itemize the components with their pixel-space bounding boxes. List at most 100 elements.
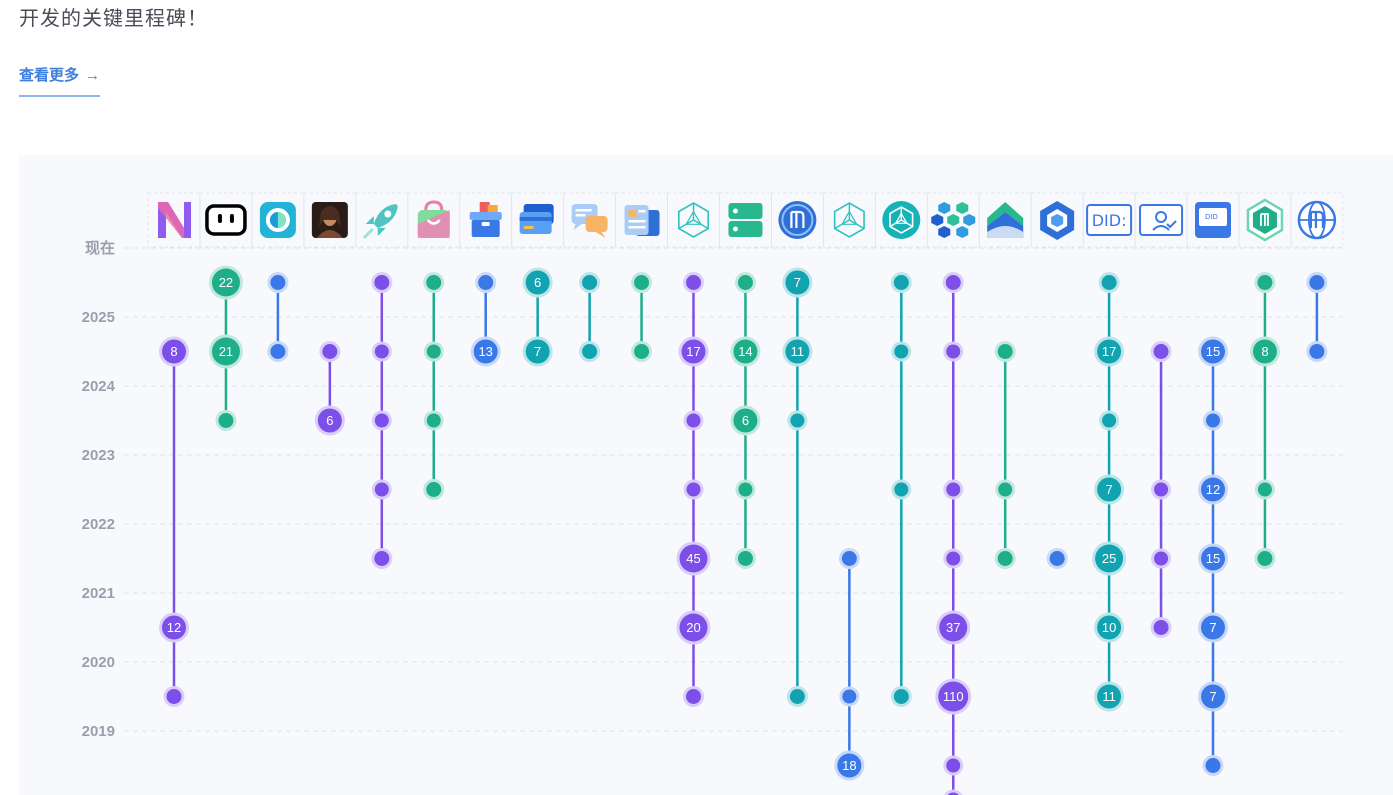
milestone-dot[interactable] [374,551,390,566]
milestone-dot[interactable] [1201,477,1225,502]
milestone-dot[interactable] [946,482,961,497]
milestone-dot[interactable] [374,344,389,359]
id-verify-icon[interactable] [1139,204,1184,236]
milestone-dot[interactable] [1257,551,1273,566]
milestone-dot[interactable] [679,613,708,642]
milestone-dot[interactable] [679,544,708,573]
crystal-cube-icon[interactable] [833,202,865,238]
milestone-dot[interactable] [946,344,961,359]
milestone-dot[interactable] [790,413,805,428]
milestone-dot[interactable] [681,339,706,364]
milestone-dot[interactable] [785,270,810,295]
portrait-avatar-icon[interactable] [311,202,348,238]
milestone-dot[interactable] [1102,413,1117,428]
milestone-dot[interactable] [894,344,909,359]
milestone-dot[interactable] [1257,482,1272,497]
milestone-dot[interactable] [1101,275,1117,290]
milestone-dot[interactable] [1309,344,1325,359]
milestone-dot[interactable] [946,758,961,773]
milestone-dot[interactable] [1153,620,1169,635]
milestone-dot[interactable] [582,344,598,359]
milestone-dot[interactable] [634,275,650,290]
milestone-dot[interactable] [686,689,701,704]
milestone-dot[interactable] [374,482,389,497]
cube-cluster-icon[interactable] [931,202,976,238]
milestone-dot[interactable] [218,413,234,428]
milestone-dot[interactable] [270,344,286,359]
credit-card-icon[interactable] [519,204,554,234]
gift-box-icon[interactable] [469,202,502,237]
milestone-dot[interactable] [733,339,758,364]
milestone-dot[interactable] [162,339,186,364]
milestone-dot[interactable] [946,551,961,566]
milestone-dot[interactable] [938,681,969,712]
milestone-dot[interactable] [525,339,550,364]
milestone-dot[interactable] [1097,477,1122,502]
milestone-dot[interactable] [322,344,338,359]
milestone-dot[interactable] [997,344,1013,359]
milestone-dot[interactable] [1097,615,1122,640]
milestone-dot[interactable] [738,482,753,497]
blue-n-logo-icon[interactable] [778,201,817,239]
layered-shape-icon[interactable] [987,202,1024,238]
milestone-dot[interactable] [426,344,441,359]
milestone-dot[interactable] [211,337,240,366]
milestone-dot[interactable] [634,344,650,359]
milestone-dot[interactable] [1309,275,1325,290]
milestone-dot[interactable] [1154,551,1169,566]
milestone-dot[interactable] [1095,544,1124,573]
green-hex-logo-icon[interactable] [1246,198,1284,242]
robot-face-icon[interactable] [205,204,247,236]
newspaper-icon[interactable] [624,205,660,236]
did-card-icon[interactable]: DID: [1086,204,1133,236]
milestone-dot[interactable] [894,482,909,497]
milestone-dot[interactable] [1252,339,1277,364]
milestone-dot[interactable] [837,753,862,778]
milestone-dot[interactable] [166,689,182,704]
milestone-dot[interactable] [426,275,442,290]
milestone-dot[interactable] [374,275,390,290]
milestone-dot[interactable] [1206,413,1220,428]
milestone-dot[interactable] [1153,344,1169,359]
chat-bubbles-icon[interactable] [571,204,608,238]
teal-cube-circle-icon[interactable] [882,201,921,239]
milestone-dot[interactable] [478,275,494,290]
milestone-dot[interactable] [893,689,909,704]
milestone-dot[interactable] [997,551,1013,566]
shopping-bag-icon[interactable] [417,200,450,238]
milestone-dot[interactable] [426,413,441,428]
milestone-dot[interactable] [737,275,753,290]
globe-logo-icon[interactable] [1297,200,1337,240]
milestone-dot[interactable] [785,339,810,364]
milestone-dot[interactable] [1154,482,1169,497]
milestone-dot[interactable] [1097,339,1122,364]
did-badge-icon[interactable]: DID [1195,202,1231,238]
milestone-dot[interactable] [842,689,857,704]
milestone-dot[interactable] [525,270,550,295]
milestone-dot[interactable] [317,408,342,433]
milestone-dot[interactable] [1201,684,1225,709]
rocket-icon[interactable] [363,204,398,239]
milestone-dot[interactable] [1201,615,1225,640]
milestone-dot[interactable] [162,615,186,640]
milestone-dot[interactable] [211,268,240,297]
milestone-dot[interactable] [1097,684,1122,709]
milestone-dot[interactable] [893,275,909,290]
milestone-dot[interactable] [374,413,389,428]
milestone-dot[interactable] [686,413,701,428]
milestone-dot[interactable] [733,408,758,433]
milestone-dot[interactable] [737,551,753,566]
milestone-dot[interactable] [939,613,968,642]
milestone-dot[interactable] [1049,551,1065,566]
blue-hexagon-icon[interactable] [1040,201,1075,240]
milestone-dot[interactable] [426,482,442,497]
milestone-dot[interactable] [789,689,805,704]
milestone-dot[interactable] [946,792,961,795]
view-more-link[interactable]: 查看更多→ [19,64,101,97]
milestone-dot[interactable] [582,275,598,290]
milestone-dot[interactable] [1201,339,1225,364]
milestone-dot[interactable] [945,275,961,290]
milestone-dot[interactable] [686,482,701,497]
milestone-dot[interactable] [473,339,498,364]
circle-app-icon[interactable] [259,202,296,238]
